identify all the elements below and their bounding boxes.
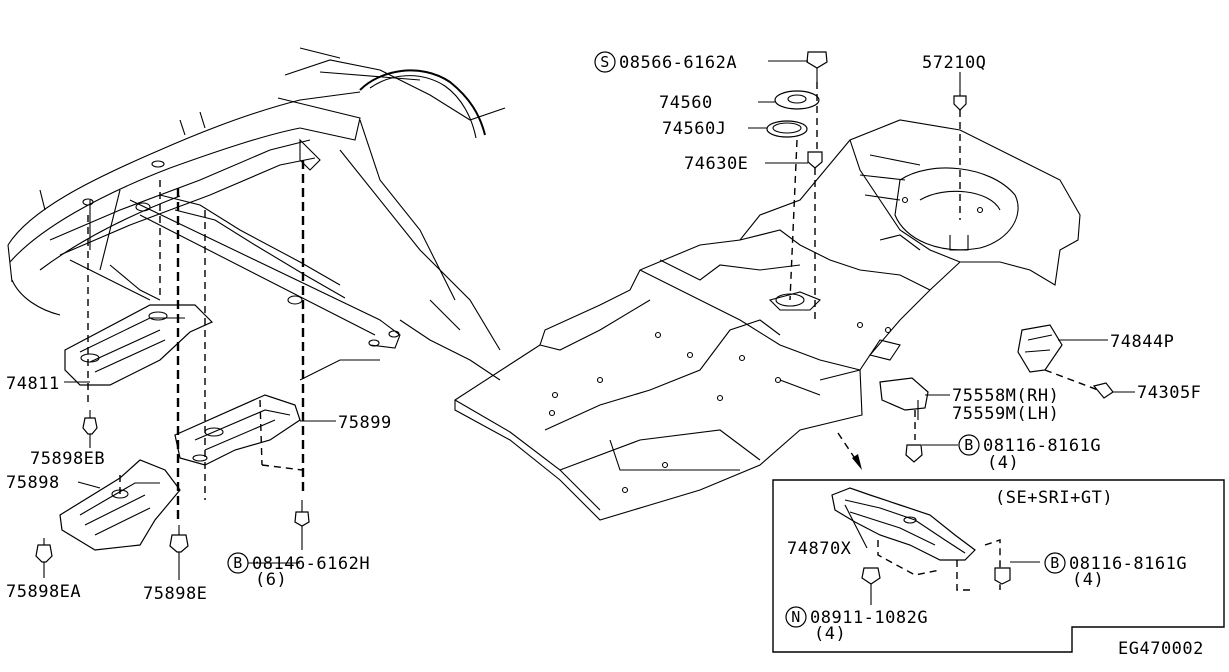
fastener-75898EB [82, 410, 98, 435]
front-subframe-drawing [7, 47, 506, 381]
callout-08911-1082G: N 08911-1082G (4) [785, 606, 928, 644]
part-label-75898EB: 75898EB [30, 449, 105, 469]
callout-prefix: B [964, 436, 974, 454]
part-label-74560J: 74560J [662, 119, 726, 139]
bracket-75558M [879, 377, 929, 440]
bracket-74844P [1017, 324, 1099, 391]
quantity-label: (4) [814, 624, 846, 644]
part-label-75558M: 75558M(RH) [952, 386, 1059, 406]
callout-08566-6162A: S 08566-6162A [594, 51, 737, 73]
part-label-74811: 74811 [6, 374, 60, 394]
part-label-74630E: 74630E [684, 154, 748, 174]
under-cover-74811 [64, 304, 214, 386]
bolt-08146 [294, 500, 310, 550]
inset-title: (SE+SRI+GT) [995, 488, 1113, 508]
part-label: 08566-6162A [619, 53, 737, 73]
under-cover-75899 [174, 394, 301, 466]
inset-arrow [837, 432, 862, 470]
part-label-74305F: 74305F [1137, 383, 1201, 403]
quantity-label: (6) [255, 570, 287, 590]
part-label: 08146-6162H [252, 554, 370, 574]
floor-pan-drawing [454, 119, 1081, 521]
callout-prefix: N [791, 608, 801, 626]
under-cover-75898 [59, 459, 181, 551]
part-label: 08911-1082G [810, 608, 928, 628]
diagram-id: EG470002 [1118, 639, 1204, 659]
callout-08116-8161G-inset: B 08116-8161G (4) [1044, 552, 1187, 590]
part-label-75898E: 75898E [143, 584, 207, 604]
part-label: 08116-8161G [983, 436, 1101, 456]
install-lines-left [87, 160, 305, 520]
fastener-57210Q [953, 95, 967, 220]
part-label-75898: 75898 [6, 473, 60, 493]
bolt-08116-right [905, 444, 923, 463]
part-label-75899: 75899 [338, 413, 392, 433]
clip-74305F [1092, 382, 1114, 399]
inset-box [772, 479, 1225, 653]
fastener-75898E [169, 525, 189, 553]
callout-prefix: B [1050, 554, 1060, 572]
callout-08146-6162H: B 08146-6162H (6) [227, 552, 370, 590]
tire-mount-parts [766, 51, 828, 320]
callout-prefix: S [600, 53, 610, 71]
callout-prefix: B [233, 554, 243, 572]
part-label-75898EA: 75898EA [6, 582, 81, 602]
part-label-74560: 74560 [659, 93, 713, 113]
leader-lines [43, 60, 1135, 605]
part-label-57210Q: 57210Q [922, 53, 986, 73]
fastener-75898EA [35, 538, 53, 563]
callout-08116-8161G-right: B 08116-8161G (4) [958, 434, 1101, 473]
part-label-74870X: 74870X [787, 539, 852, 559]
part-label: 08116-8161G [1069, 554, 1187, 574]
quantity-label: (4) [987, 453, 1019, 473]
quantity-label: (4) [1072, 570, 1104, 590]
part-label-75559M: 75559M(LH) [952, 404, 1059, 424]
part-label-74844P: 74844P [1110, 332, 1174, 352]
